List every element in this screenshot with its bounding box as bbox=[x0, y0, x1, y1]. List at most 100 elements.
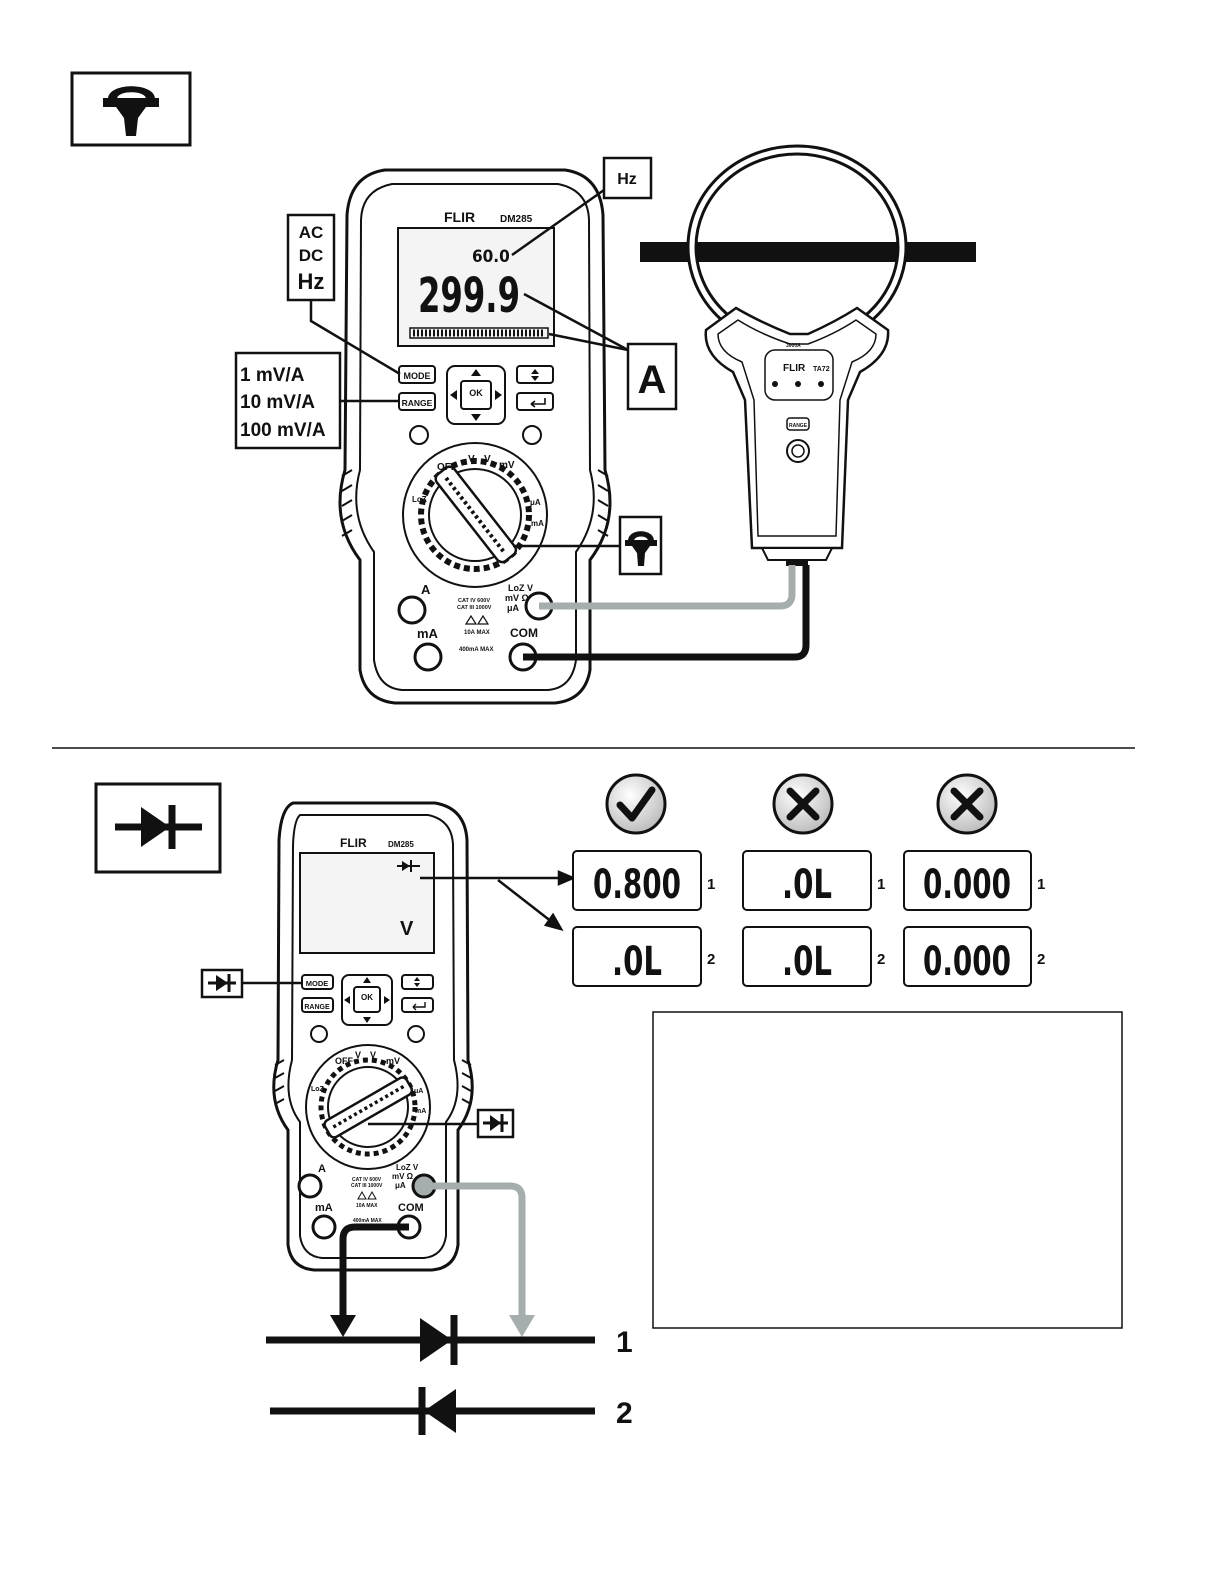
dial-loz-label-bottom: LoZ bbox=[311, 1086, 325, 1093]
ma-jack-label: mA bbox=[417, 626, 439, 641]
cat-rating-1: CAT IV 600V bbox=[458, 598, 490, 604]
lcd-bargraph bbox=[409, 327, 549, 339]
lcd-screen bbox=[397, 227, 555, 347]
reading-arrows bbox=[420, 870, 577, 931]
dial-clamp-callout bbox=[513, 515, 663, 576]
com-jack-label: COM bbox=[510, 626, 538, 640]
rotary-dial[interactable] bbox=[402, 442, 548, 588]
result-box: .0L bbox=[742, 926, 872, 987]
check-circle-icon bbox=[605, 773, 667, 835]
dial-mv-label: mV bbox=[499, 460, 515, 471]
lcd-primary-reading: 299.9 bbox=[418, 268, 520, 324]
camera-button[interactable] bbox=[522, 425, 542, 445]
hold-button[interactable] bbox=[516, 365, 554, 384]
circuit-label-1: 1 bbox=[616, 1326, 633, 1359]
result-index-2: 2 bbox=[877, 951, 885, 968]
mode-option-ac: AC bbox=[299, 223, 324, 242]
diode-circuit-reverse bbox=[270, 1387, 595, 1435]
fuse-a-rating-bottom: 10A MAX bbox=[356, 1203, 378, 1209]
dial-ua-label: μA bbox=[530, 498, 541, 507]
result-3-reading-2: 0.000 bbox=[923, 939, 1011, 985]
hz-callout: Hz bbox=[511, 156, 653, 257]
ma-jack[interactable] bbox=[413, 642, 443, 672]
fuse-a-rating: 10A MAX bbox=[464, 630, 490, 636]
svg-text:RANGE: RANGE bbox=[304, 1004, 330, 1011]
v-jack-label-bottom: LoZ V bbox=[396, 1163, 419, 1172]
back-button[interactable] bbox=[516, 392, 554, 411]
hold-icon-button[interactable] bbox=[409, 425, 429, 445]
meter-model-bottom: DM285 bbox=[388, 840, 414, 849]
flex-clamp-accessory: FLIR TA72 3000A RANGE bbox=[686, 144, 908, 566]
clamp-power-button[interactable] bbox=[786, 439, 810, 463]
range-button-bottom[interactable]: RANGE bbox=[301, 997, 334, 1013]
result-box: .0L bbox=[742, 850, 872, 911]
back-button-bottom[interactable] bbox=[401, 997, 434, 1013]
hold-icon-button-bottom[interactable] bbox=[310, 1025, 328, 1043]
cat-rating-2-bottom: CAT III 1000V bbox=[351, 1183, 383, 1189]
cat-rating-1-bottom: CAT IV 600V bbox=[352, 1177, 382, 1183]
meter-brand: FLIR bbox=[444, 209, 475, 225]
mode-option-hz: Hz bbox=[298, 269, 325, 294]
result-index-1: 1 bbox=[707, 876, 715, 893]
navigation-pad-bottom[interactable]: OK bbox=[341, 974, 393, 1026]
range-option-100mv: 100 mV/A bbox=[240, 420, 326, 441]
warning-icon bbox=[464, 614, 490, 625]
ua-jack-label-bottom: μA bbox=[395, 1181, 406, 1190]
result-index-1: 1 bbox=[1037, 876, 1045, 893]
info-panel bbox=[652, 1011, 1123, 1329]
svg-text:RANGE: RANGE bbox=[789, 423, 808, 429]
ma-jack-bottom[interactable] bbox=[311, 1214, 337, 1240]
amp-callout: A bbox=[523, 292, 678, 411]
ok-button-label: OK bbox=[469, 388, 483, 398]
fuse-ma-rating: 400mA MAX bbox=[459, 647, 493, 653]
rotary-dial-bottom[interactable] bbox=[305, 1044, 431, 1170]
result-box: 0.800 bbox=[572, 850, 702, 911]
result-1-reading-1: 0.800 bbox=[593, 862, 681, 908]
ua-jack-label: μA bbox=[507, 603, 520, 613]
gray-probe-arrow bbox=[509, 1315, 535, 1337]
bottom-section: FLIR DM285 V MODE RANGE OK bbox=[94, 773, 1123, 1435]
cat-rating-2: CAT III 1000V bbox=[457, 605, 492, 611]
dial-off-label-bottom: OFF bbox=[335, 1056, 353, 1066]
warning-icon-bottom bbox=[357, 1190, 377, 1200]
clamp-brand: FLIR bbox=[783, 363, 806, 374]
navigation-pad[interactable]: OK bbox=[446, 365, 506, 425]
a-jack-bottom[interactable] bbox=[297, 1173, 323, 1199]
mode-button-bottom[interactable]: MODE bbox=[301, 974, 334, 990]
mv-ohm-label: mV Ω bbox=[505, 593, 529, 603]
conductor-bar bbox=[640, 242, 976, 262]
meter-brand-bottom: FLIR bbox=[340, 836, 367, 850]
hold-button-bottom[interactable] bbox=[401, 974, 434, 990]
range-button[interactable]: RANGE bbox=[398, 392, 436, 411]
a-jack-label: A bbox=[421, 582, 431, 597]
camera-button-bottom[interactable] bbox=[407, 1025, 425, 1043]
range-callout: 1 mV/A 10 mV/A 100 mV/A bbox=[234, 351, 400, 450]
fuse-ma-rating-bottom: 400mA MAX bbox=[353, 1218, 382, 1224]
flex-clamp-icon bbox=[70, 71, 192, 147]
dial-v-dc-label: V bbox=[484, 454, 491, 465]
dial-v-dc-label-bottom: V bbox=[370, 1050, 376, 1060]
lcd-secondary-reading: 60.0 bbox=[472, 247, 510, 267]
dial-v-ac-label-bottom: V bbox=[355, 1050, 361, 1060]
mode-button[interactable]: MODE bbox=[398, 365, 436, 384]
lcd-diode-symbol bbox=[397, 860, 420, 872]
result-2-reading-2: .0L bbox=[782, 939, 832, 985]
svg-text:RANGE: RANGE bbox=[402, 398, 433, 408]
lcd-unit: V bbox=[400, 918, 414, 940]
meter-model: DM285 bbox=[500, 214, 533, 225]
result-box: 0.000 bbox=[903, 850, 1032, 911]
mode-diode-callout bbox=[200, 968, 302, 999]
clamp-model: TA72 bbox=[813, 366, 830, 373]
multimeter-bottom: FLIR DM285 V MODE RANGE OK bbox=[272, 801, 474, 1272]
x-circle-icon bbox=[772, 773, 834, 835]
diode-circuit-forward bbox=[266, 1315, 595, 1365]
svg-text:A: A bbox=[638, 358, 667, 402]
clamp-current-rating: 3000A bbox=[786, 343, 801, 349]
dial-ma-label-bottom: mA bbox=[415, 1108, 426, 1115]
clamp-range-button[interactable]: RANGE bbox=[786, 417, 810, 431]
circuit-label-2: 2 bbox=[616, 1397, 633, 1430]
a-jack[interactable] bbox=[397, 595, 427, 625]
result-index-2: 2 bbox=[707, 951, 715, 968]
a-jack-label-bottom: A bbox=[318, 1163, 326, 1175]
mv-ohm-label-bottom: mV Ω bbox=[392, 1172, 414, 1181]
